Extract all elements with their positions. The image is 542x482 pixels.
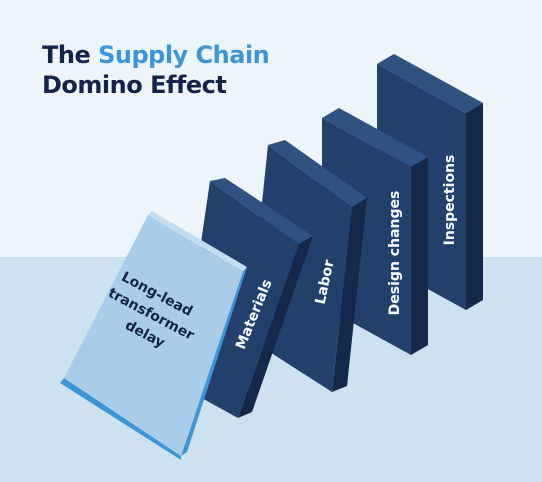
domino-materials-top	[210, 178, 313, 244]
domino-design-changes-label: Design changes	[387, 191, 403, 316]
title-highlight: Supply Chain	[98, 41, 270, 69]
domino-design-changes-top	[322, 108, 428, 167]
domino-labor-side	[332, 198, 367, 392]
domino-long-lead: Long-lead transformer delay	[60, 211, 247, 460]
domino-labor-top	[268, 140, 367, 207]
domino-long-lead-top	[148, 211, 247, 272]
domino-design-changes-side	[411, 157, 428, 355]
domino-materials-side	[238, 236, 313, 418]
title-line-2: Domino Effect	[42, 71, 227, 99]
page-title: The Supply Chain Domino Effect	[42, 40, 270, 100]
domino-long-lead-side	[181, 267, 247, 456]
domino-long-lead-bottom-edge	[60, 378, 181, 460]
title-prefix: The	[42, 41, 99, 69]
domino-long-lead-front	[64, 215, 243, 456]
domino-inspections-top	[377, 54, 483, 113]
domino-inspections-label: Inspections	[442, 155, 458, 246]
domino-inspections-side	[466, 103, 483, 310]
